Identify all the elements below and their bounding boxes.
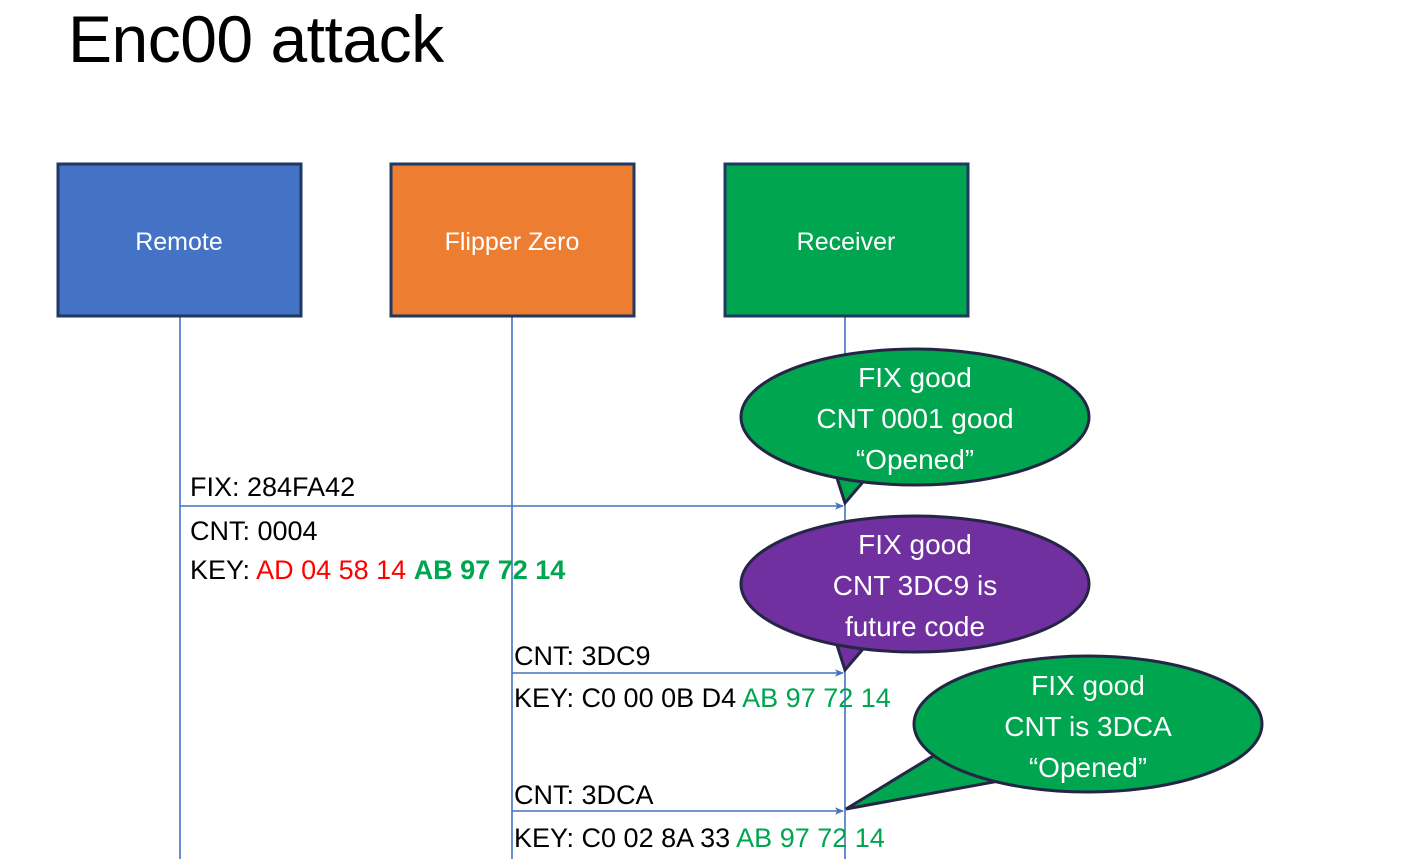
actor-box-flipper-rect: [389, 162, 636, 318]
callout-line-1-0: FIX good: [858, 362, 972, 393]
callout-line-2-2: future code: [845, 611, 985, 642]
callout-line-3-2: “Opened”: [1029, 752, 1147, 783]
message-label-2-cnt: CNT: 3DC9: [514, 641, 651, 671]
key-green-bytes-1: AB 97 72 14: [414, 555, 566, 585]
message-label-3-cnt: CNT: 3DCA: [514, 780, 654, 810]
actor-box-remote-rect: [56, 162, 303, 318]
callout-line-2-0: FIX good: [858, 529, 972, 560]
actor-box-receiver-rect: [723, 162, 970, 318]
callout-body-3: [912, 654, 1264, 794]
message-label-1-key: KEY: AD 04 58 14 AB 97 72 14: [190, 555, 565, 585]
message-label-1-cnt: CNT: 0004: [190, 516, 318, 546]
actor-label-flipper: Flipper Zero: [445, 228, 580, 256]
page-title: Enc00 attack: [68, 2, 445, 76]
message-label-2-key: KEY: C0 00 0B D4 AB 97 72 14: [514, 683, 891, 713]
key-green-bytes-2: AB 97 72 14: [742, 683, 891, 713]
key-red-bytes-1: AD 04 58 14: [256, 555, 406, 585]
callout-bubble-1[interactable]: FIX good CNT 0001 good “Opened”: [739, 347, 1091, 507]
actor-label-receiver: Receiver: [797, 228, 896, 256]
actor-label-remote: Remote: [135, 228, 223, 256]
callout-line-2-1: CNT 3DC9 is: [833, 570, 997, 601]
callout-body-2: [739, 514, 1091, 654]
key-black-bytes-2: KEY: C0 00 0B D4: [514, 683, 742, 713]
actor-box-receiver[interactable]: Receiver: [723, 162, 970, 318]
callout-line-3-1: CNT is 3DCA: [1004, 711, 1172, 742]
message-label-1-fix: FIX: 284FA42: [190, 472, 355, 502]
callout-bubble-2[interactable]: FIX good CNT 3DC9 is future code: [739, 514, 1091, 674]
callout-line-1-1: CNT 0001 good: [816, 403, 1013, 434]
callout-body-1: [739, 347, 1091, 487]
callout-line-3-0: FIX good: [1031, 670, 1145, 701]
key-label-1: KEY:: [190, 555, 256, 585]
callout-line-1-2: “Opened”: [856, 444, 974, 475]
callout-bubble-3[interactable]: FIX good CNT is 3DCA “Opened”: [845, 654, 1264, 811]
actor-box-flipper[interactable]: Flipper Zero: [389, 162, 636, 318]
message-label-3-key: KEY: C0 02 8A 33 AB 97 72 14: [514, 823, 885, 853]
actor-box-remote[interactable]: Remote: [56, 162, 303, 318]
key-black-bytes-3: KEY: C0 02 8A 33: [514, 823, 736, 853]
key-green-bytes-3: AB 97 72 14: [736, 823, 885, 853]
